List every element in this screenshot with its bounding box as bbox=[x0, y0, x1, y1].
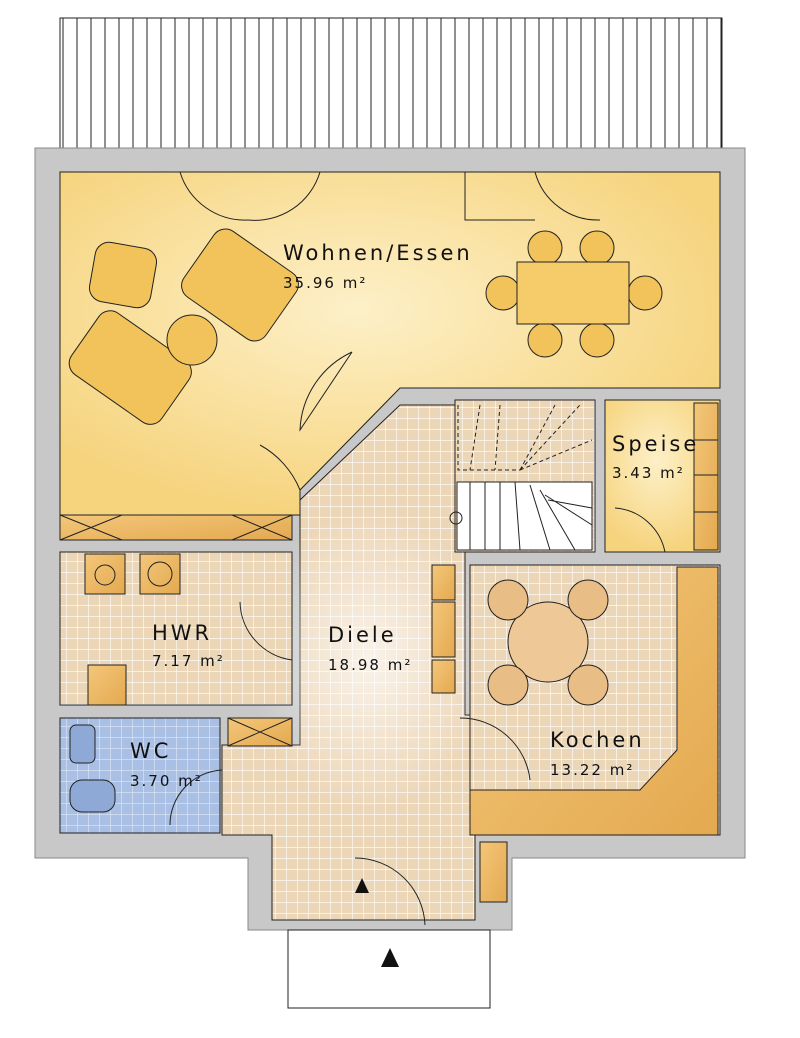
room-label-diele: Diele bbox=[328, 623, 397, 647]
roof-overhang bbox=[59, 17, 723, 149]
room-label-speise: Speise bbox=[612, 432, 699, 456]
entrance-arrow-icon bbox=[355, 878, 369, 893]
room-label-hwr: HWR bbox=[152, 621, 212, 645]
room-area-speise: 3.43 m² bbox=[612, 464, 685, 482]
terrace-arrow-icon bbox=[381, 948, 399, 967]
kitchen-counter bbox=[469, 566, 719, 836]
room-label-wc: WC bbox=[130, 739, 171, 763]
room-area-wc: 3.70 m² bbox=[130, 772, 203, 790]
room-area-wohnen-essen: 35.96 m² bbox=[283, 274, 367, 292]
dining-table-round bbox=[507, 601, 589, 683]
living-cabinet bbox=[59, 514, 293, 541]
room-label-kochen: Kochen bbox=[550, 728, 645, 752]
room-area-diele: 18.98 m² bbox=[328, 656, 412, 674]
room-area-hwr: 7.17 m² bbox=[152, 652, 225, 670]
room-label-wohnen-essen: Wohnen/Essen bbox=[283, 241, 473, 265]
room-area-kochen: 13.22 m² bbox=[550, 761, 634, 779]
terrace bbox=[287, 929, 491, 1009]
